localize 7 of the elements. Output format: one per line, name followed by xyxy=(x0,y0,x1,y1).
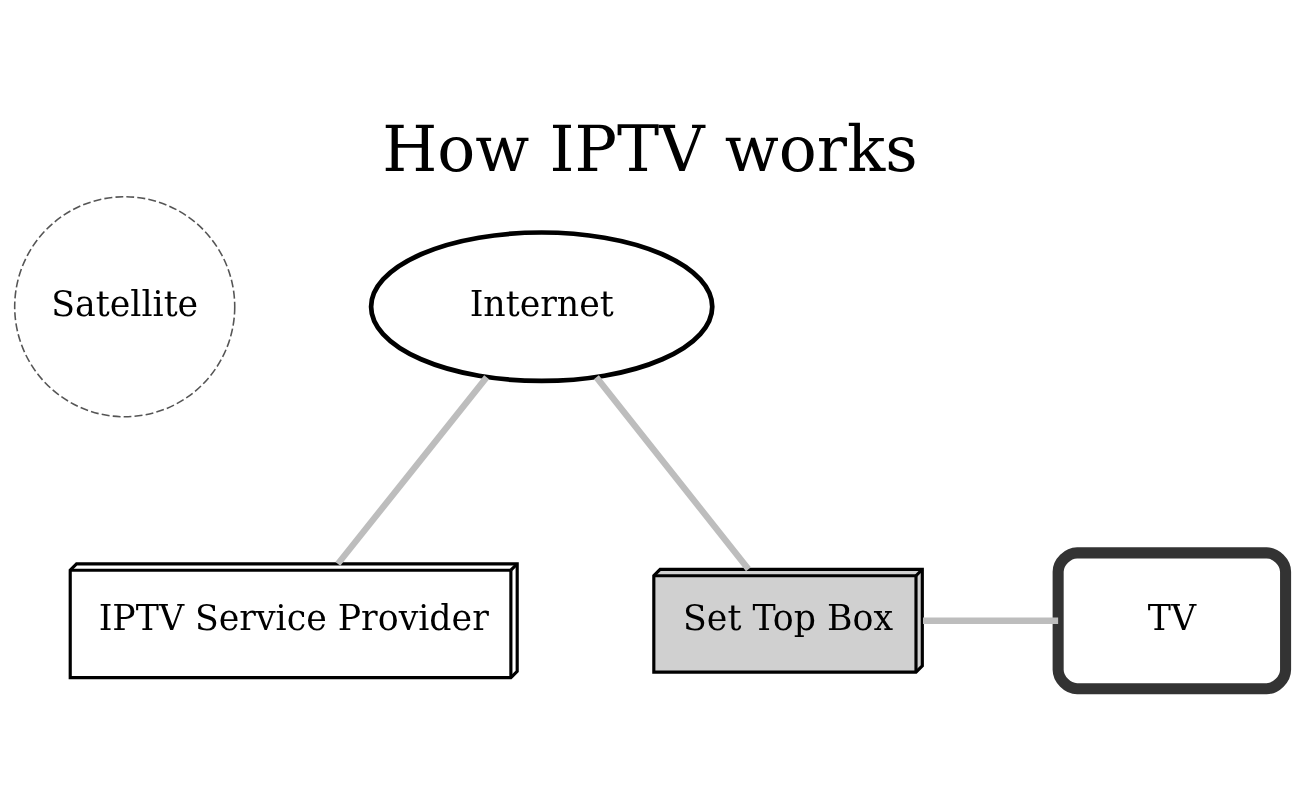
connector xyxy=(335,375,490,566)
connector xyxy=(593,375,751,572)
connector xyxy=(923,617,1059,624)
diagram-title: How IPTV works xyxy=(382,112,918,187)
node-ellipse: Internet xyxy=(368,230,715,384)
node-circle: Satellite xyxy=(13,195,236,418)
node-box: TV xyxy=(1052,547,1292,695)
